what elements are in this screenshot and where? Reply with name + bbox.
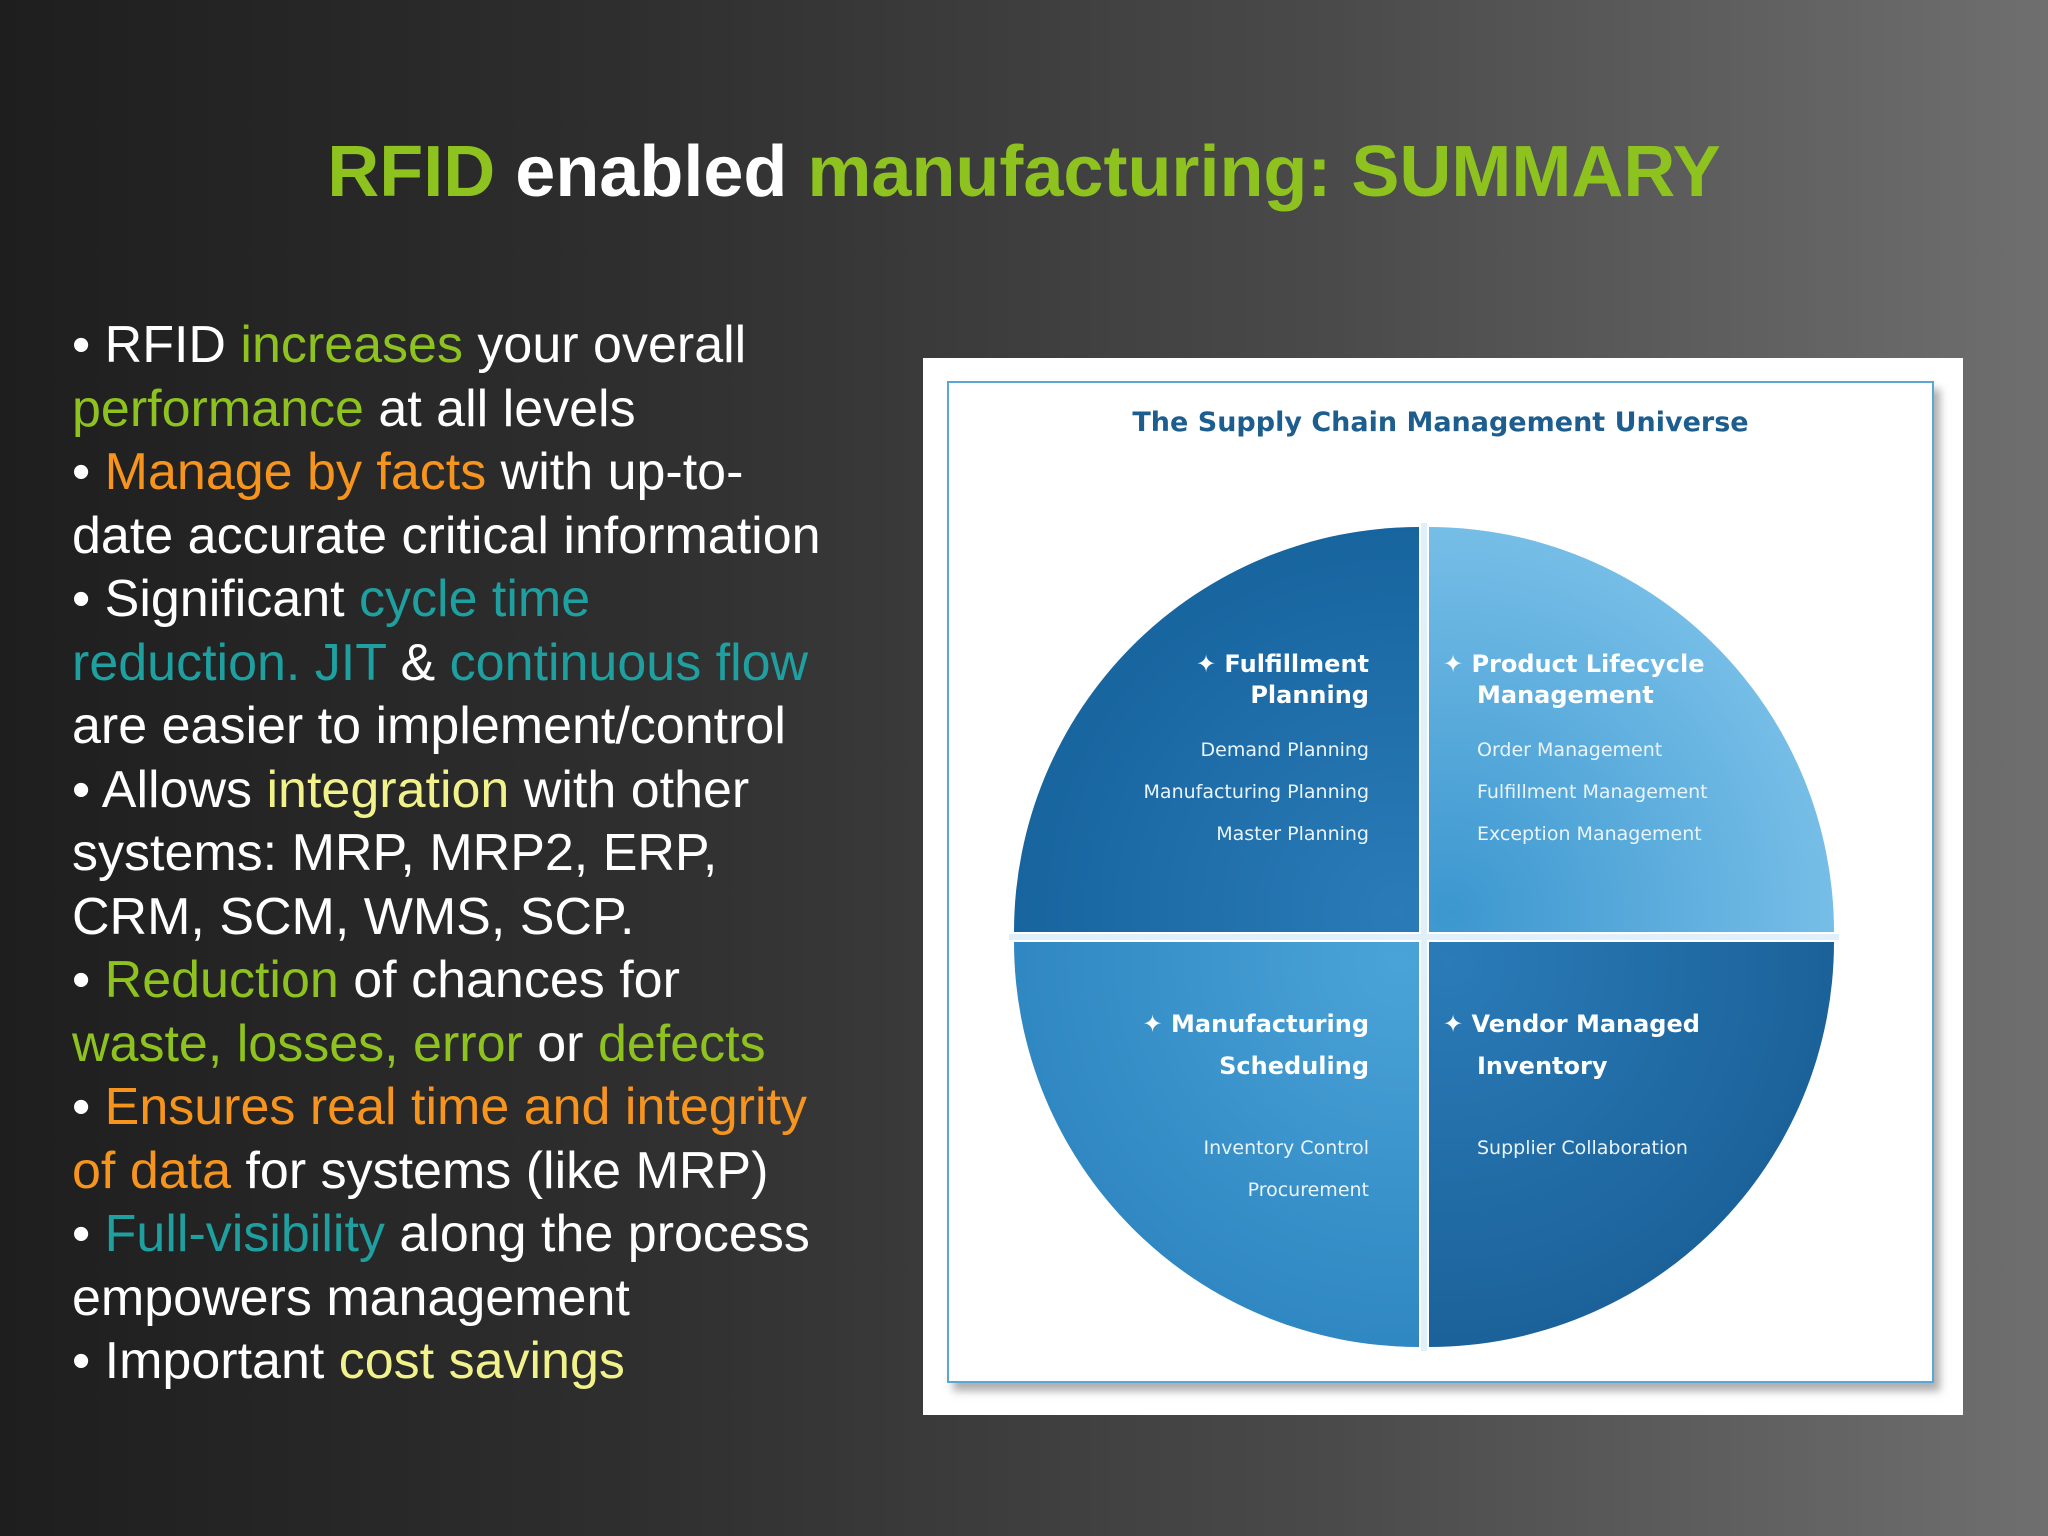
quadrant-heading: Planning [1250,681,1369,709]
highlight-ensures-real-time: Ensures real time and integrity [104,1078,807,1136]
text-segment: • [72,1078,105,1136]
quadrant-item: Order Management [1477,739,1663,761]
text-segment: date accurate critical information [72,506,821,565]
quadrant-item: Procurement [1247,1179,1369,1201]
text-segment: or [522,1014,598,1073]
quadrant-heading: ✦ Vendor Managed [1443,1010,1700,1038]
quadrant-manufacturing-scheduling [1014,942,1419,1347]
text-segment: • Important [72,1332,339,1390]
text-segment: with other [509,760,750,819]
summary-bullet-list: • RFID increases your overall performanc… [72,314,912,1394]
quadrant-item: Exception Management [1477,823,1702,845]
slide-title: RFID enabled manufacturing: SUMMARY [0,128,2048,216]
quadrant-item: Supplier Collaboration [1477,1137,1688,1159]
bullet-line: • Significant cycle time [72,568,912,632]
highlight-waste-losses-error: waste, losses, error [72,1014,523,1073]
quadrant-heading: ✦ Manufacturing [1142,1010,1369,1038]
quadrant-label-vendor-managed: ✦ Vendor Managed Inventory Supplier Coll… [1443,1003,1700,1169]
text-segment: with up-to- [486,443,744,501]
text-segment: along the process [384,1205,810,1263]
figure-title: The Supply Chain Management Universe [1132,407,1749,438]
bullet-line: are easier to implement/control [72,695,912,759]
bullet-line: • Ensures real time and integrity [72,1076,912,1140]
quadrant-heading: Inventory [1477,1052,1608,1080]
quadrant-heading: ✦ Product Lifecycle [1443,650,1705,678]
text-segment: at all levels [363,379,636,438]
bullet-line: waste, losses, error or defects [72,1013,912,1077]
quadrant-item: Fulfillment Management [1477,781,1708,803]
quadrant-product-lifecycle [1429,527,1834,932]
quadrant-heading: Scheduling [1219,1052,1369,1080]
highlight-full-visibility: Full-visibility [104,1205,385,1263]
highlight-of-data: of data [72,1141,232,1200]
title-rfid: RFID [327,132,496,212]
text-segment: are easier to implement/control [72,697,786,755]
text-segment: for systems (like MRP) [231,1141,769,1200]
text-segment: • [72,951,105,1009]
highlight-increases: increases [240,316,463,374]
highlight-cost-savings: cost savings [338,1332,625,1390]
scm-universe-figure: The Supply Chain Management Universe [923,358,1963,1415]
quadrant-item: Manufacturing Planning [1143,781,1369,803]
bullet-line: performance at all levels [72,378,912,442]
scm-wheel-diagram [1009,523,1839,1351]
bullet-line: • Full-visibility along the process [72,1203,912,1267]
text-segment: • [72,443,105,501]
quadrant-item: Inventory Control [1203,1137,1369,1159]
highlight-cycle-time: cycle time [359,570,591,628]
highlight-manage-by-facts: Manage by facts [104,443,487,501]
quadrant-label-manufacturing: ✦ Manufacturing Scheduling Inventory Con… [1143,1003,1369,1211]
bullet-line: • Important cost savings [72,1330,912,1394]
title-enabled: enabled [515,132,788,212]
text-segment: your overall [462,316,747,374]
highlight-reduction: Reduction [104,951,339,1009]
bullet-line: • Reduction of chances for [72,949,912,1013]
bullet-line: of data for systems (like MRP) [72,1140,912,1204]
highlight-performance: performance [72,379,364,438]
bullet-line: • Manage by facts with up-to- [72,441,912,505]
bullet-line: date accurate critical information [72,505,912,569]
text-segment: • [72,1205,105,1263]
text-segment: • Allows [72,760,267,819]
quadrant-vendor-managed [1429,942,1834,1347]
highlight-reduction-jit: reduction. JIT [72,633,387,692]
text-segment: of chances for [338,951,680,1009]
highlight-defects: defects [597,1014,766,1073]
bullet-line: systems: MRP, MRP2, ERP, [72,822,912,886]
text-segment: • RFID [72,316,241,374]
bullet-line: reduction. JIT & continuous flow [72,632,912,696]
text-segment: & [386,633,450,692]
text-segment: systems: MRP, MRP2, ERP, [72,824,718,882]
quadrant-heading: Management [1477,681,1654,709]
figure-frame: The Supply Chain Management Universe [947,381,1934,1383]
title-manufacturing-summary: manufacturing: SUMMARY [807,132,1721,212]
quadrant-heading: ✦ Fulfillment [1195,650,1369,678]
quadrant-label-fulfillment: ✦ Fulfillment Planning Demand Planning M… [1144,649,1369,855]
bullet-line: • Allows integration with other [72,759,912,823]
quadrant-label-product-lifecycle: ✦ Product Lifecycle Management Order Man… [1443,649,1708,855]
text-segment: CRM, SCM, WMS, SCP. [72,887,635,946]
text-segment: empowers management [72,1268,630,1327]
quadrant-item: Demand Planning [1200,739,1369,761]
highlight-integration: integration [266,760,510,819]
bullet-line: • RFID increases your overall [72,314,912,378]
highlight-continuous-flow: continuous flow [449,633,809,692]
text-segment: • Significant [72,570,360,628]
quadrant-item: Master Planning [1216,823,1369,845]
bullet-line: CRM, SCM, WMS, SCP. [72,886,912,950]
quadrant-fulfillment-planning [1014,527,1419,932]
bullet-line: empowers management [72,1267,912,1331]
